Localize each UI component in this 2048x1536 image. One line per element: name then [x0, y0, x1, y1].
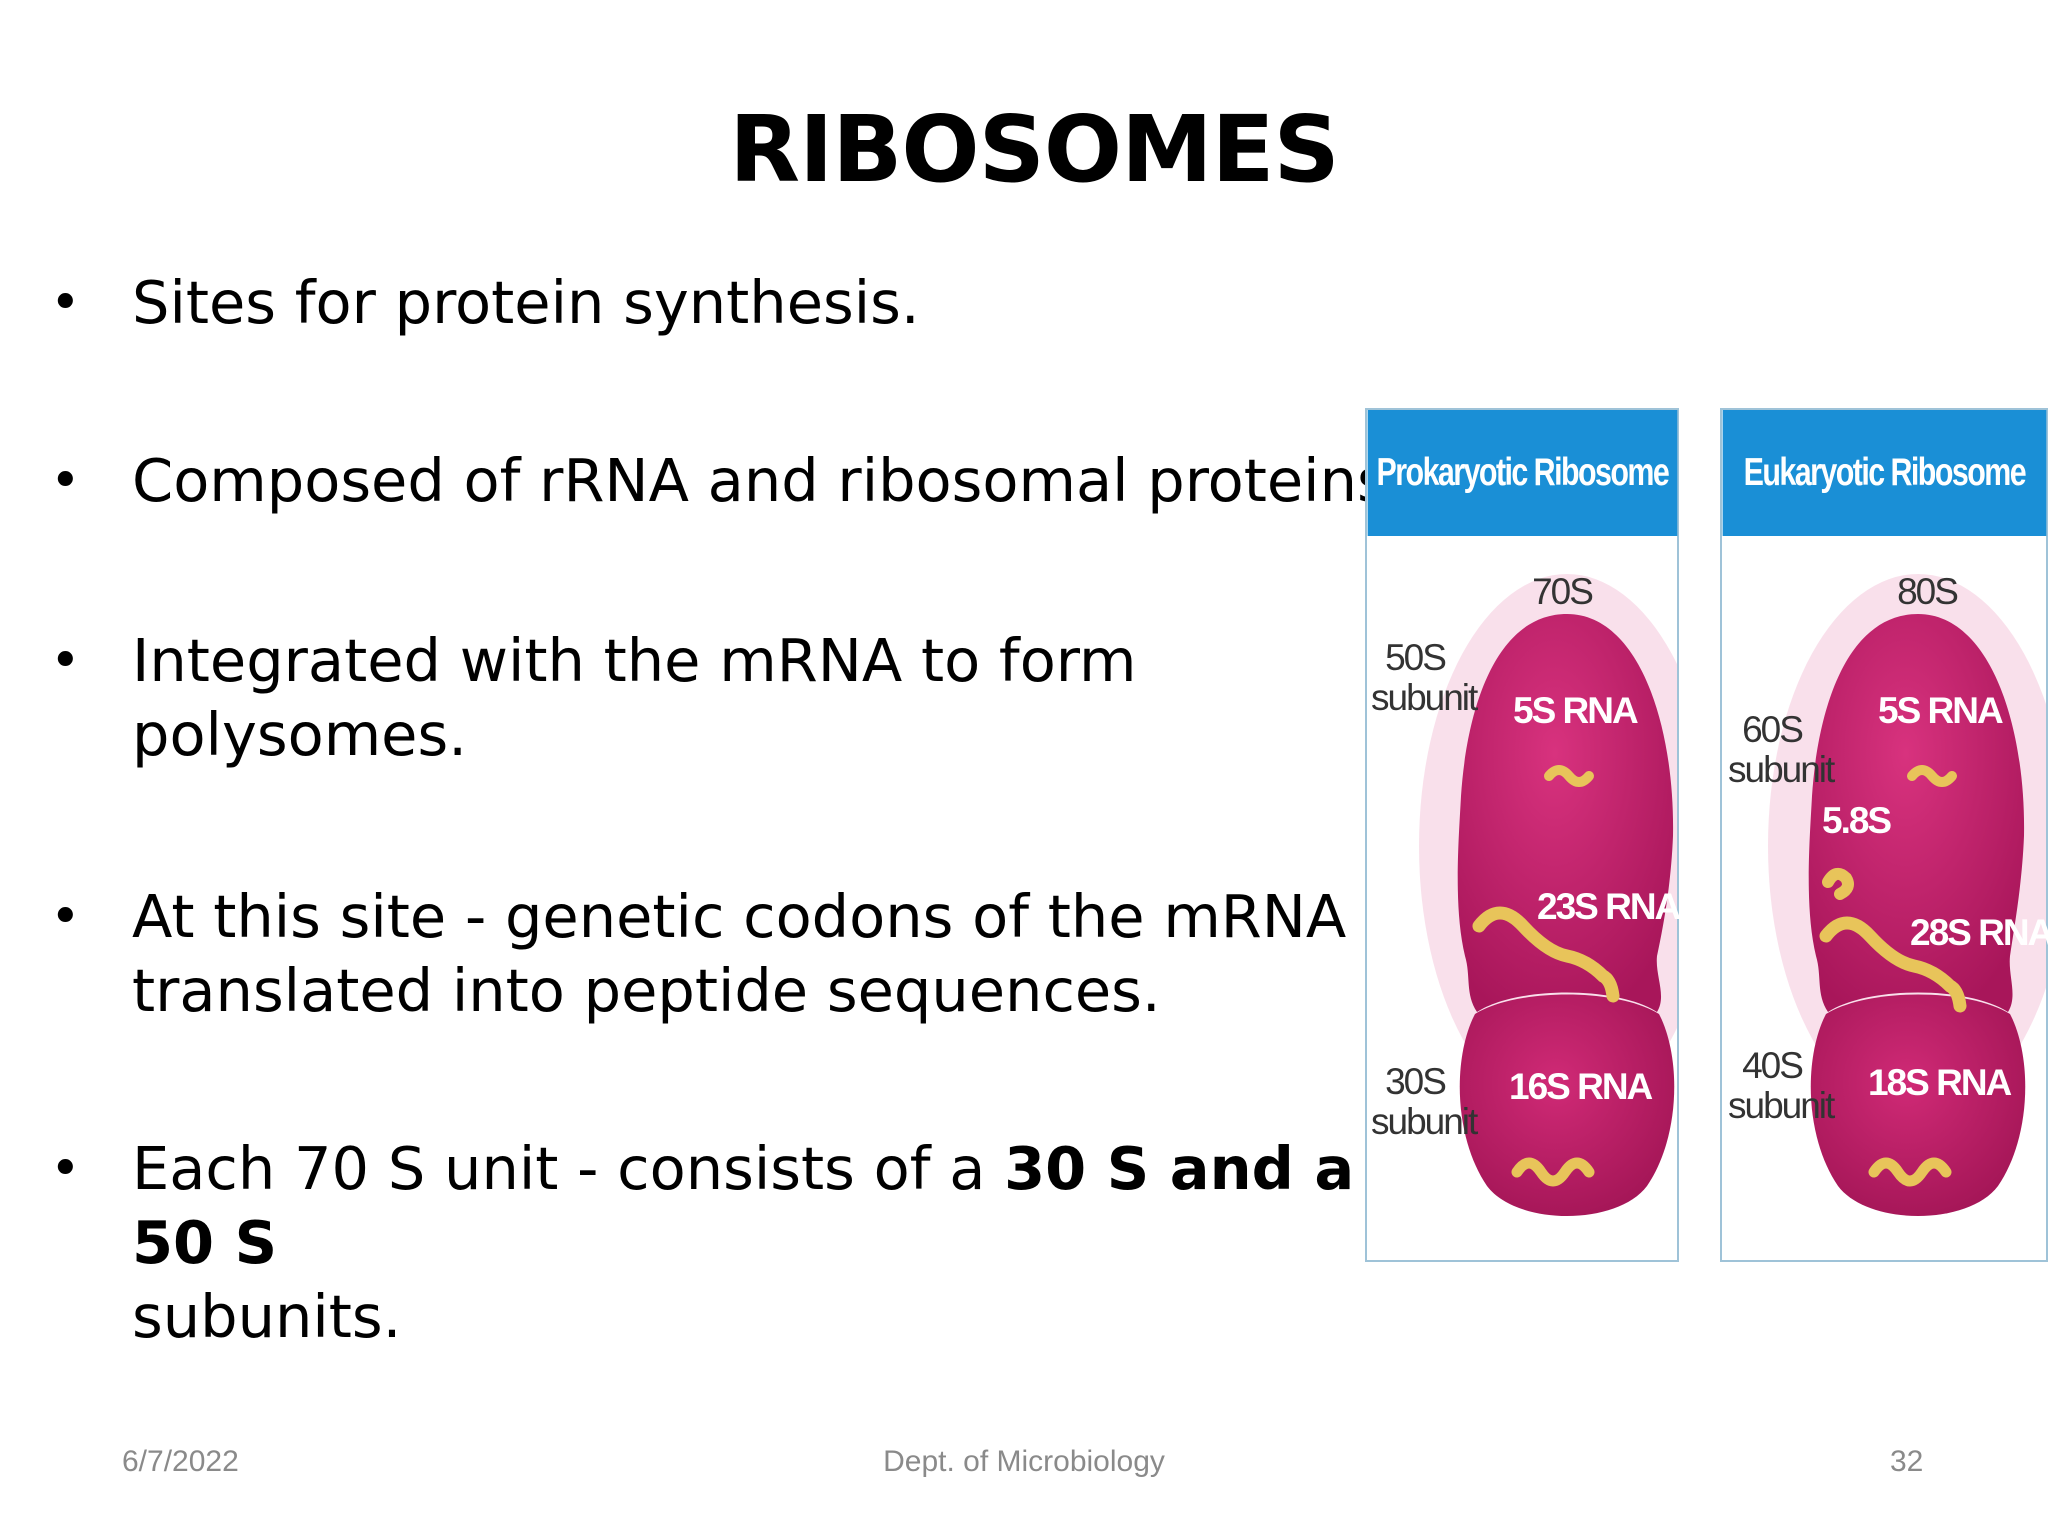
rna-strand-icon — [1907, 765, 1957, 787]
rna-label: 5S RNA — [1513, 690, 1639, 731]
rna-label: 5.8S — [1822, 800, 1892, 841]
large-subunit-label: 60S subunit — [1728, 709, 1835, 790]
eukaryotic-ribosome-illustration — [1768, 574, 2046, 1216]
large-subunit-label: 50S subunit — [1371, 637, 1478, 718]
bullet-line: polysomes. — [132, 700, 467, 769]
small-subunit-shape — [1459, 994, 1675, 1216]
slide-number: 32 — [1890, 1445, 1924, 1478]
subunit-size: 40S — [1742, 1045, 1804, 1086]
footer-department: Dept. of Microbiology — [883, 1445, 1165, 1478]
rna-strand-icon — [1822, 867, 1854, 900]
rna-label: 23S RNA — [1537, 886, 1681, 927]
rna-strand-icon — [1819, 916, 1967, 1013]
whole-ribosome-label: 80S — [1897, 571, 1959, 612]
rna-label: 5S RNA — [1878, 690, 2004, 731]
rna-strand-icon — [1544, 765, 1594, 787]
rna-label: 16S RNA — [1509, 1066, 1653, 1107]
bullet-marker: • — [50, 451, 81, 511]
subunit-size: 30S — [1385, 1061, 1447, 1102]
slide-title: RIBOSOMES — [729, 96, 1340, 203]
subunit-size: 50S — [1385, 637, 1447, 678]
ribosome-figure: Prokaryotic Ribosome — [1365, 408, 2048, 1264]
eukaryotic-panel: Eukaryotic Ribosome — [1720, 408, 2048, 1262]
bullet-line: Each 70 S unit - consists of a — [132, 1134, 1005, 1203]
bullet-marker: • — [50, 273, 81, 333]
bullet-marker: • — [50, 887, 81, 947]
bullet-text: Sites for protein synthesis. — [132, 268, 920, 337]
bullet-text: Composed of rRNA and ribosomal proteins. — [132, 446, 1407, 515]
small-subunit-shape — [1810, 994, 2026, 1216]
prokaryotic-header: Prokaryotic Ribosome — [1367, 410, 1677, 536]
subunit-word: subunit — [1728, 1085, 1835, 1126]
small-subunit-label: 40S subunit — [1728, 1045, 1835, 1126]
prokaryotic-ribosome-illustration — [1419, 574, 1677, 1216]
subunit-size: 60S — [1742, 709, 1804, 750]
large-subunit-shape — [1808, 614, 2025, 1012]
bullet-text: Each 70 S unit - consists of a 30 S and … — [132, 1132, 1412, 1354]
bullet-text: Integrated with the mRNA to form polysom… — [132, 624, 1412, 772]
rna-strand-icon — [1472, 906, 1620, 1003]
rna-label: 28S RNA — [1910, 912, 2048, 953]
footer-date: 6/7/2022 — [122, 1445, 239, 1478]
rna-strand-icon — [1511, 1157, 1595, 1187]
bullet-text: At this site - genetic codons of the mRN… — [132, 880, 1412, 1028]
subunit-word: subunit — [1371, 677, 1478, 718]
bullet-marker: • — [50, 1139, 81, 1199]
prokaryotic-panel: Prokaryotic Ribosome — [1365, 408, 1681, 1262]
bullet-line: subunits. — [132, 1282, 402, 1351]
rna-strand-icon — [1868, 1157, 1952, 1187]
bullet-line: At this site - genetic codons of the mRN… — [132, 882, 1387, 951]
eukaryotic-header: Eukaryotic Ribosome — [1722, 410, 2046, 536]
subunit-word: subunit — [1371, 1101, 1478, 1142]
small-subunit-label: 30S subunit — [1371, 1061, 1478, 1142]
subunit-word: subunit — [1728, 749, 1835, 790]
rna-label: 18S RNA — [1868, 1062, 2012, 1103]
whole-ribosome-label: 70S — [1532, 571, 1594, 612]
bullet-line: Integrated with the mRNA to form — [132, 626, 1137, 695]
bullet-bold-text: 30 S and a 50 S — [132, 1134, 1355, 1277]
bullet-marker: • — [50, 631, 81, 691]
bullet-line: translated into peptide sequences. — [132, 956, 1161, 1025]
